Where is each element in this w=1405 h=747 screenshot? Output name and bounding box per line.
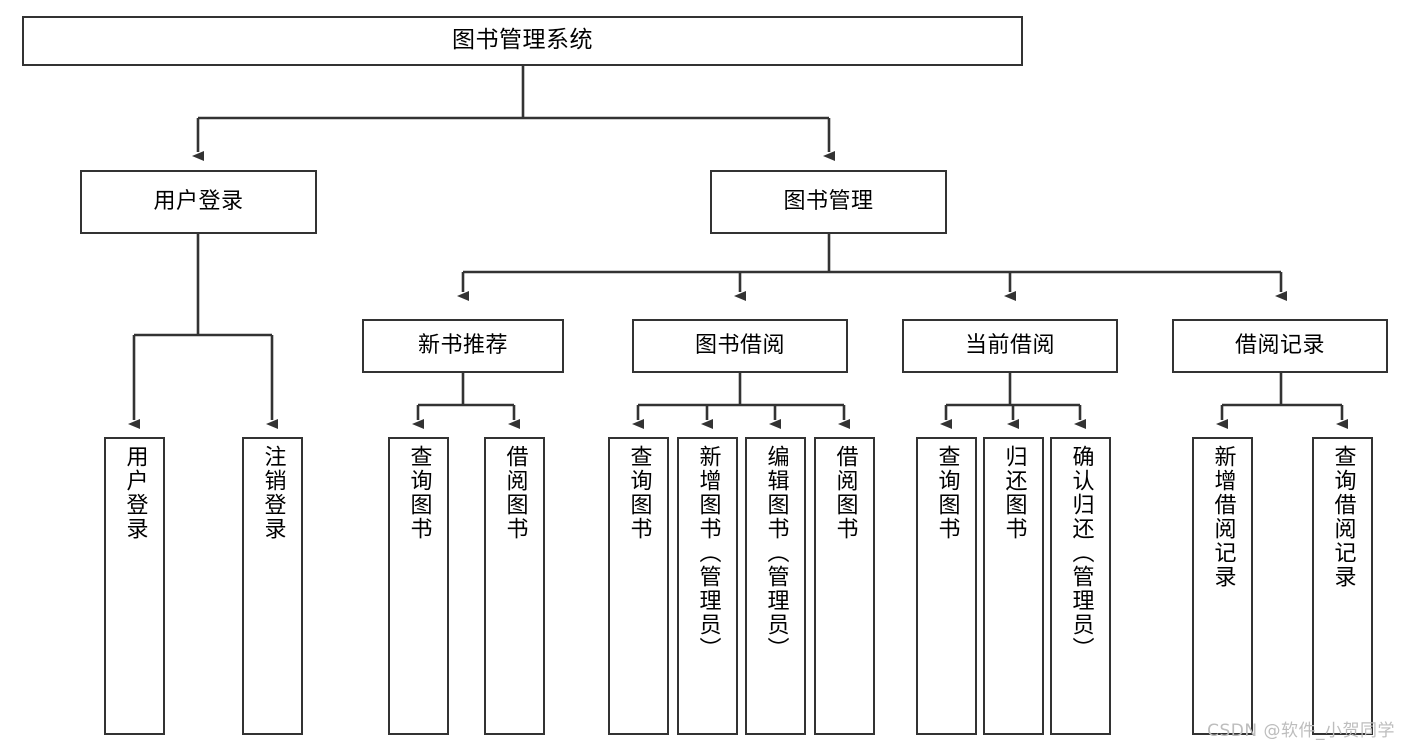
node-root-book-management-system[interactable]: 图书管理系统 [22,16,1023,66]
node-label: 注销登录 [260,445,286,541]
node-leaf-return-book[interactable]: 归还图书 [983,437,1044,735]
node-label: 查询图书 [934,445,960,541]
node-leaf-borrow-book[interactable]: 借阅图书 [814,437,875,735]
csdn-watermark: CSDN @软件_小贺同学 [1207,721,1395,741]
node-label: 用户登录 [153,189,244,215]
node-label: 图书借阅 [694,333,785,359]
node-leaf-edit-book-admin[interactable]: 编辑图书（管理员） [745,437,806,735]
node-label: 新书推荐 [417,333,508,359]
node-leaf-confirm-return-admin[interactable]: 确认归还（管理员） [1050,437,1111,735]
node-label: 图书管理 [783,189,874,215]
node-current-borrow[interactable]: 当前借阅 [902,319,1118,373]
node-label: 图书管理系统 [452,27,593,54]
node-label: 借阅图书 [502,445,528,541]
node-label: 新增图书（管理员） [695,445,721,661]
node-leaf-user-login[interactable]: 用户登录 [104,437,165,735]
node-book-management[interactable]: 图书管理 [710,170,947,234]
node-leaf-query-borrow-record[interactable]: 查询借阅记录 [1312,437,1373,735]
node-book-borrow[interactable]: 图书借阅 [632,319,848,373]
node-leaf-query-book-recommend[interactable]: 查询图书 [388,437,449,735]
node-new-book-recommend[interactable]: 新书推荐 [362,319,564,373]
node-label: 借阅图书 [832,445,858,541]
node-label: 当前借阅 [964,333,1055,359]
node-label: 查询图书 [626,445,652,541]
node-leaf-add-book-admin[interactable]: 新增图书（管理员） [677,437,738,735]
node-user-login[interactable]: 用户登录 [80,170,317,234]
node-label: 编辑图书（管理员） [763,445,789,661]
node-label: 归还图书 [1001,445,1027,541]
node-label: 查询借阅记录 [1330,445,1356,589]
node-label: 查询图书 [406,445,432,541]
node-label: 用户登录 [122,445,148,541]
node-leaf-add-borrow-record[interactable]: 新增借阅记录 [1192,437,1253,735]
node-label: 借阅记录 [1234,333,1325,359]
node-label: 新增借阅记录 [1210,445,1236,589]
node-leaf-logout[interactable]: 注销登录 [242,437,303,735]
node-borrow-record[interactable]: 借阅记录 [1172,319,1388,373]
node-leaf-borrow-book-recommend[interactable]: 借阅图书 [484,437,545,735]
node-leaf-query-book-current[interactable]: 查询图书 [916,437,977,735]
node-leaf-query-book-borrow[interactable]: 查询图书 [608,437,669,735]
node-label: 确认归还（管理员） [1068,445,1094,661]
